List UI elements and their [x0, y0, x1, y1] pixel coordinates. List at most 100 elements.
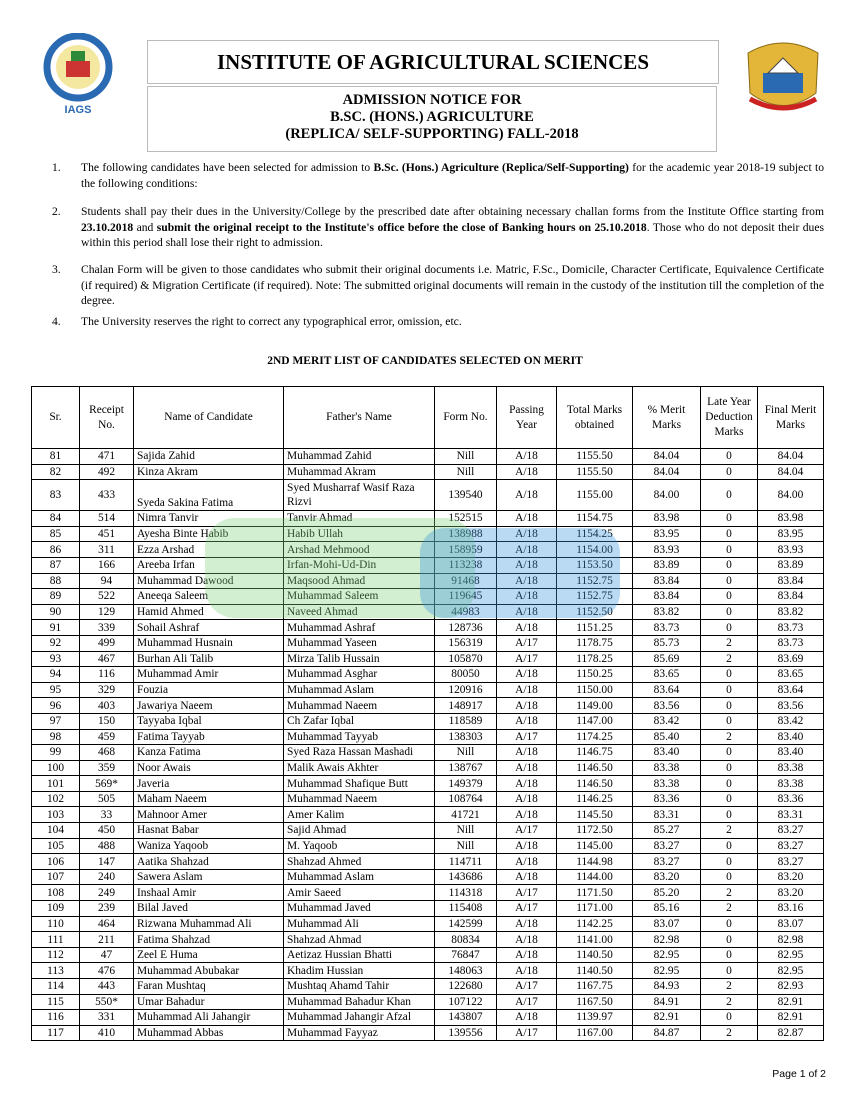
table-cell: 156319 [434, 634, 497, 652]
table-cell: 90 [31, 603, 80, 621]
table-cell: 83.36 [632, 790, 701, 808]
paragraph-number: 1. [52, 161, 61, 174]
paragraph-number: 3. [52, 263, 61, 276]
table-cell: 83.27 [757, 822, 824, 839]
table-cell: Aneeqa Saleem [133, 588, 284, 605]
table-cell: 0 [700, 510, 758, 527]
table-cell: 2 [700, 900, 758, 917]
table-cell: Kanza Fatima [133, 744, 284, 761]
table-cell: 1141.00 [556, 931, 633, 948]
table-cell: 83.82 [632, 603, 701, 621]
table-cell: 0 [700, 619, 758, 636]
table-cell: Nimra Tanvir [133, 510, 284, 527]
table-cell: 0 [700, 448, 758, 465]
table-cell: 83.20 [757, 868, 824, 886]
table-cell: 113 [31, 962, 80, 979]
table-cell: Mirza Talib Hussain [283, 650, 435, 668]
table-cell: Zeel E Huma [133, 946, 284, 964]
table-cell: 150 [79, 712, 134, 730]
table-cell: Muhammad Abubakar [133, 962, 284, 979]
table-cell: 0 [700, 712, 758, 730]
table-cell: 118589 [434, 712, 497, 730]
table-cell: Aetizaz Hussian Bhatti [283, 946, 435, 964]
table-cell: 84.04 [757, 448, 824, 465]
table-cell: Muhammad Shafique Butt [283, 775, 435, 792]
table-cell: 148063 [434, 962, 497, 979]
table-cell: 83.38 [632, 775, 701, 792]
table-cell: Muhammad Fayyaz [283, 1024, 435, 1042]
table-cell: 117 [31, 1024, 80, 1042]
table-cell: 311 [79, 541, 134, 558]
table-cell: Muhammad Dawood [133, 572, 284, 590]
table-cell: 2 [700, 978, 758, 995]
table-cell: Maham Naeem [133, 790, 284, 808]
table-cell: 499 [79, 634, 134, 652]
table-cell: 83.40 [757, 744, 824, 761]
table-cell: 83.65 [757, 666, 824, 683]
table-cell: 84.91 [632, 993, 701, 1011]
table-cell: A/18 [496, 510, 557, 527]
table-cell: 550* [79, 993, 134, 1011]
table-cell: Khadim Hussian [283, 962, 435, 979]
table-cell: 1167.75 [556, 978, 633, 995]
table-cell: 0 [700, 946, 758, 964]
table-cell: 100 [31, 759, 80, 777]
table-cell: 0 [700, 556, 758, 574]
table-cell: Maqsood Ahmad [283, 572, 435, 590]
table-cell: Sajid Ahmad [283, 822, 435, 839]
table-cell: 476 [79, 962, 134, 979]
table-cell: 81 [31, 448, 80, 465]
table-cell: Jawariya Naeem [133, 697, 284, 714]
table-cell: 82.91 [632, 1009, 701, 1026]
table-cell: Muhammad Naeem [283, 697, 435, 714]
table-cell: 451 [79, 525, 134, 543]
table-cell: 83.56 [757, 697, 824, 714]
table-cell: A/18 [496, 463, 557, 481]
table-cell: 1140.50 [556, 946, 633, 964]
table-cell: Muhammad Husnain [133, 634, 284, 652]
table-cell: 158959 [434, 541, 497, 558]
table-cell: 98 [31, 728, 80, 746]
table-cell: 0 [700, 666, 758, 683]
table-cell: 0 [700, 962, 758, 979]
table-cell: 83.31 [757, 806, 824, 824]
table-cell: A/17 [496, 884, 557, 902]
table-cell: Nill [434, 448, 497, 465]
table-cell: A/17 [496, 822, 557, 839]
table-cell: A/17 [496, 650, 557, 668]
table-cell: 83.89 [757, 556, 824, 574]
table-cell: A/18 [496, 666, 557, 683]
table-cell: 0 [700, 744, 758, 761]
table-cell: 403 [79, 697, 134, 714]
table-cell: 83.82 [757, 603, 824, 621]
table-cell: 0 [700, 806, 758, 824]
table-cell: 91 [31, 619, 80, 636]
table-cell: 83.38 [757, 759, 824, 777]
table-cell: Kinza Akram [133, 463, 284, 481]
table-cell: 83.64 [632, 681, 701, 699]
table-cell: A/18 [496, 837, 557, 855]
table-cell: 108 [31, 884, 80, 902]
table-cell: 148917 [434, 697, 497, 714]
table-cell: 83.31 [632, 806, 701, 824]
text: Students shall pay their dues in the Uni… [81, 205, 824, 218]
table-cell: 0 [700, 479, 758, 512]
condition-paragraph: 4.The University reserves the right to c… [52, 314, 824, 330]
table-cell: Burhan Ali Talib [133, 650, 284, 668]
table-cell: Hamid Ahmed [133, 603, 284, 621]
table-cell: Muhammad Yaseen [283, 634, 435, 652]
table-cell: 2 [700, 884, 758, 902]
table-cell: 128736 [434, 619, 497, 636]
table-cell: 1155.50 [556, 463, 633, 481]
page-number: Page 1 of 2 [772, 1068, 826, 1080]
table-cell: 1146.50 [556, 759, 633, 777]
column-header: Name of Candidate [133, 386, 284, 449]
